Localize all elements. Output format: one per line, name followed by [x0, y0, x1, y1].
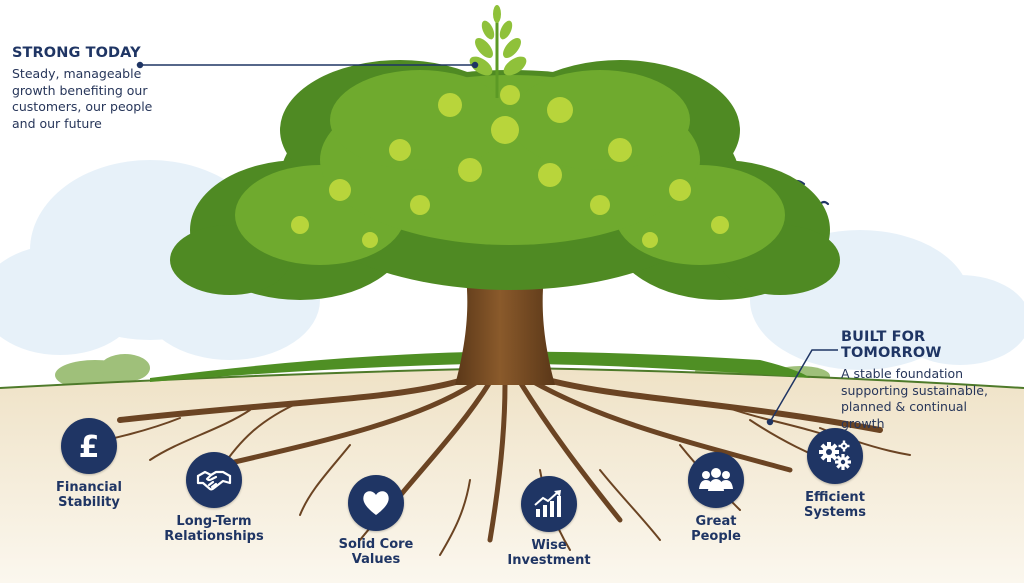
sprout-icon: [469, 5, 527, 98]
callout-leader-lines: [136, 61, 838, 426]
pillar-wise-investment: Wise Investment: [479, 476, 619, 568]
people-icon: [688, 452, 744, 508]
grass: [150, 351, 810, 382]
pillar-efficient-systems: Efficient Systems: [765, 428, 905, 520]
callout-strong-today: STRONG TODAY Steady, manageable growth b…: [12, 45, 177, 132]
pillar-solid-core-values: Solid Core Values: [306, 475, 446, 567]
handshake-icon: [186, 452, 242, 508]
svg-text:£: £: [79, 430, 100, 463]
callout-built-for-tomorrow: BUILT FOR TOMORROW A stable foundation s…: [841, 329, 1021, 432]
pillar-label: Solid Core Values: [338, 537, 414, 567]
pillar-label: Long-Term Relationships: [164, 514, 264, 544]
pillar-label: Great People: [691, 514, 741, 544]
canopy: [170, 60, 840, 300]
roots: [79, 375, 911, 556]
pillar-great-people: Great People: [646, 452, 786, 544]
callout-description: A stable foundation supporting sustainab…: [841, 366, 988, 431]
callout-heading: BUILT FOR TOMORROW: [841, 329, 942, 361]
pillar-label: Efficient Systems: [804, 490, 866, 520]
pillar-long-term-relationships: Long-Term Relationships: [144, 452, 284, 544]
growth-chart-icon: [521, 476, 577, 532]
gears-icon: [807, 428, 863, 484]
callout-description: Steady, manageable growth benefiting our…: [12, 66, 153, 131]
heart-icon: [348, 475, 404, 531]
pound-icon: £: [61, 418, 117, 474]
pillar-label: Wise Investment: [507, 538, 591, 568]
pillar-label: Financial Stability: [55, 480, 122, 510]
callout-heading: STRONG TODAY: [12, 45, 141, 61]
pillar-financial-stability: £ Financial Stability: [19, 418, 159, 510]
